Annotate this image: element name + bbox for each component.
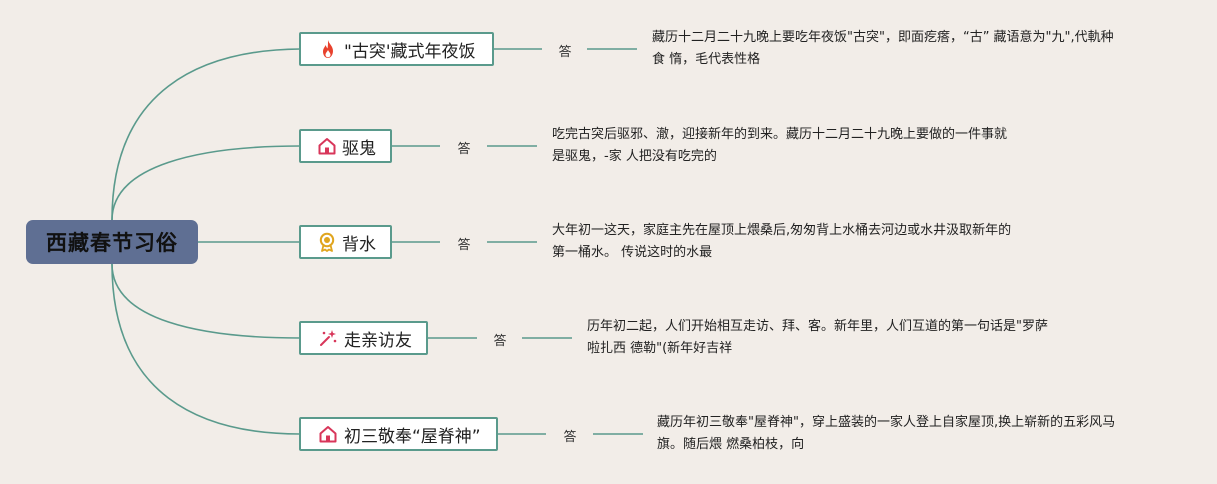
topic-label: 走亲访友 — [344, 330, 412, 351]
topic-carry-water[interactable]: 背水 — [299, 225, 392, 259]
root-topic[interactable]: 西藏春节习俗 — [26, 220, 198, 264]
detail-text: 藏历十二月二十九晚上要吃年夜饭"古突"，即面疙瘩，“古” 藏语意为"九",代軌种… — [652, 30, 1114, 67]
detail-text: 大年初一这天，家庭主先在屋顶上煨桑后,匆匆背上水桶去河边或水井汲取新年的 第一桶… — [552, 223, 1012, 260]
topic-exorcism[interactable]: 驱鬼 — [299, 129, 392, 163]
fire-icon — [317, 38, 339, 60]
answer-label: 答 — [457, 142, 471, 157]
answer-label: 答 — [563, 430, 577, 445]
answer-label: 答 — [457, 238, 471, 253]
detail-text: 藏历年初三敬奉"屋脊神"，穿上盛装的一家人登上自家屋顶,换上崭新的五彩风马 旗。… — [657, 415, 1116, 452]
topic-label: 驱鬼 — [342, 138, 376, 159]
branch-line-2 — [111, 145, 301, 221]
award-icon — [317, 231, 337, 253]
branch-line-4 — [111, 263, 301, 339]
answer-label: 答 — [493, 334, 507, 349]
answer-label: 答 — [558, 45, 572, 60]
sparkle-wand-icon — [317, 327, 339, 349]
topic-label: "古突'藏式年夜饭 — [344, 41, 476, 62]
topic-label: 背水 — [342, 234, 376, 255]
house-icon — [317, 423, 339, 445]
branch-line-5 — [111, 263, 301, 435]
detail-text: 吃完古突后驱邪、澈，迎接新年的到来。藏历十二月二十九晚上要做的一件事就 是驱鬼，… — [552, 127, 1008, 164]
detail-text: 历年初二起，人们开始相互走访、拜、客。新年里，人们互道的第一句话是"罗萨 啦扎西… — [587, 319, 1048, 356]
branch-line-1 — [111, 48, 301, 221]
topic-label: 初三敬奉“屋脊神” — [344, 426, 481, 447]
topic-newyear-dinner[interactable]: "古突'藏式年夜饭 — [299, 32, 494, 66]
house-icon — [317, 135, 337, 157]
topic-visit-friends[interactable]: 走亲访友 — [299, 321, 428, 355]
topic-roof-god[interactable]: 初三敬奉“屋脊神” — [299, 417, 498, 451]
